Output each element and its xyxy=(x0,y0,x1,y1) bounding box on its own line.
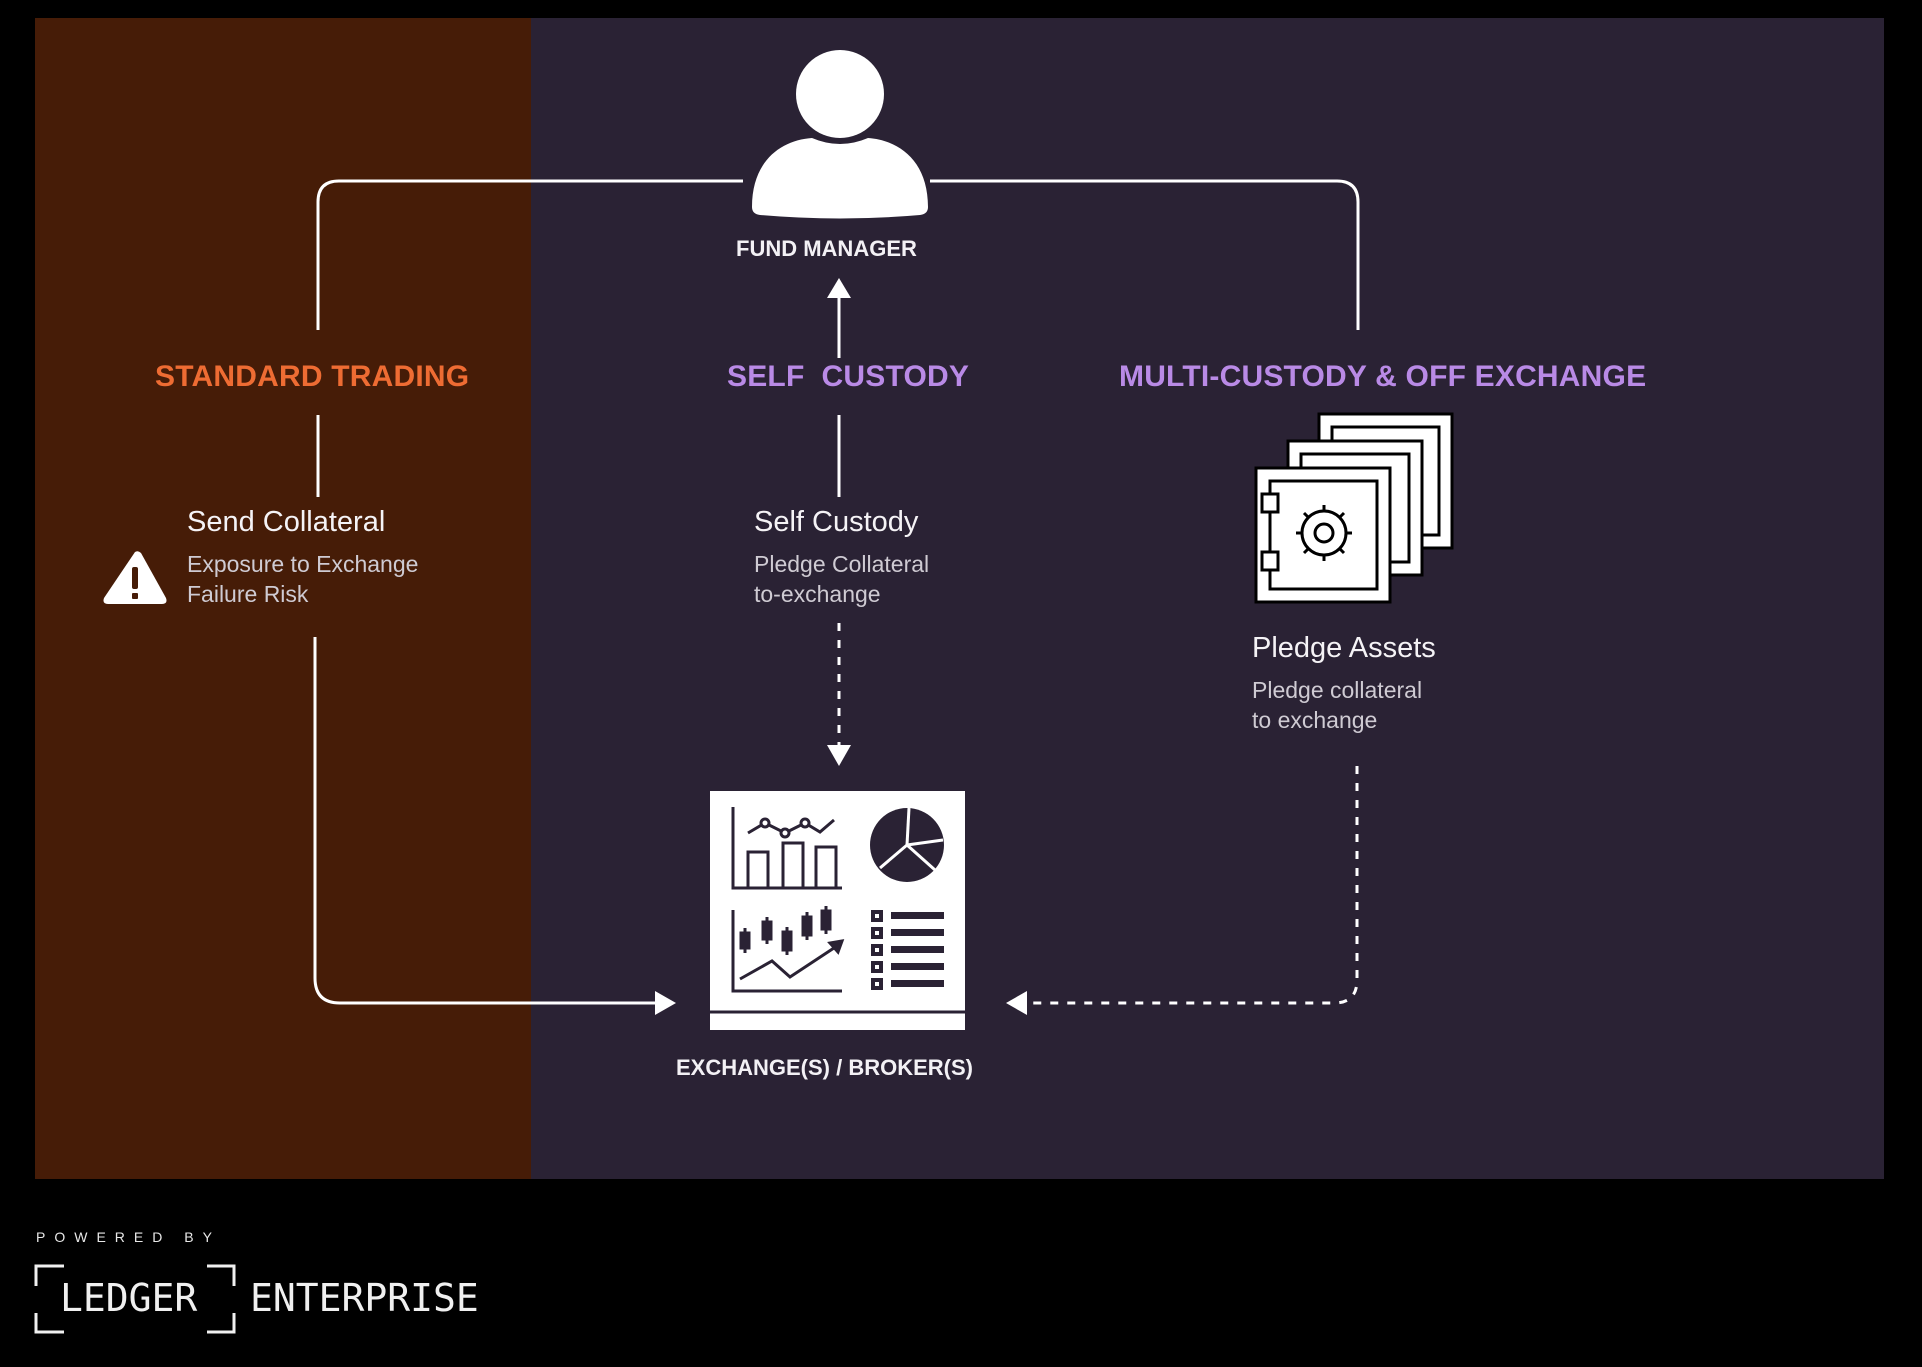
ledger-logo-icon xyxy=(34,1264,236,1334)
pledge-assets-title: Pledge Assets xyxy=(1252,632,1436,664)
exchange-label: EXCHANGE(S) / BROKER(S) xyxy=(676,1055,974,1080)
self-custody-heading: SELF CUSTODY xyxy=(727,360,970,393)
arrowhead-self-down xyxy=(827,745,851,766)
pledge-assets-desc-line1: Pledge collateral xyxy=(1252,677,1423,703)
send-collateral-desc-line1: Exposure to Exchange xyxy=(187,551,419,577)
fund-manager-label: FUND MANAGER xyxy=(736,236,917,261)
dashboard-icon xyxy=(710,791,965,1030)
arrow-multi-to-exchange xyxy=(1025,766,1359,1005)
self-custody-desc-line2: to-exchange xyxy=(754,581,881,607)
arrowhead-self-up xyxy=(827,278,851,298)
send-collateral-title: Send Collateral xyxy=(187,506,386,538)
person-icon xyxy=(752,50,928,219)
arrowhead-multi xyxy=(1006,991,1027,1015)
multi-custody-heading: MULTI-CUSTODY & OFF EXCHANGE xyxy=(1119,360,1647,393)
warning-icon xyxy=(103,551,167,604)
send-collateral-desc-line2: Failure Risk xyxy=(187,581,309,607)
safe-stack-icon xyxy=(1254,412,1454,604)
connector-fund-to-multi xyxy=(930,179,1360,330)
self-custody-desc-line1: Pledge Collateral xyxy=(754,551,930,577)
enterprise-label: ENTERPRISE xyxy=(250,1276,479,1320)
arrow-standard-to-exchange xyxy=(313,637,660,1005)
standard-trading-heading: STANDARD TRADING xyxy=(155,360,470,393)
connector-fund-to-standard xyxy=(316,179,743,330)
arrowhead-standard xyxy=(655,991,676,1015)
self-custody-title: Self Custody xyxy=(754,506,919,538)
powered-by-label: POWERED BY xyxy=(36,1229,221,1245)
pledge-assets-desc-line2: to exchange xyxy=(1252,707,1378,733)
ledger-brand: LEDGER xyxy=(60,1276,198,1320)
